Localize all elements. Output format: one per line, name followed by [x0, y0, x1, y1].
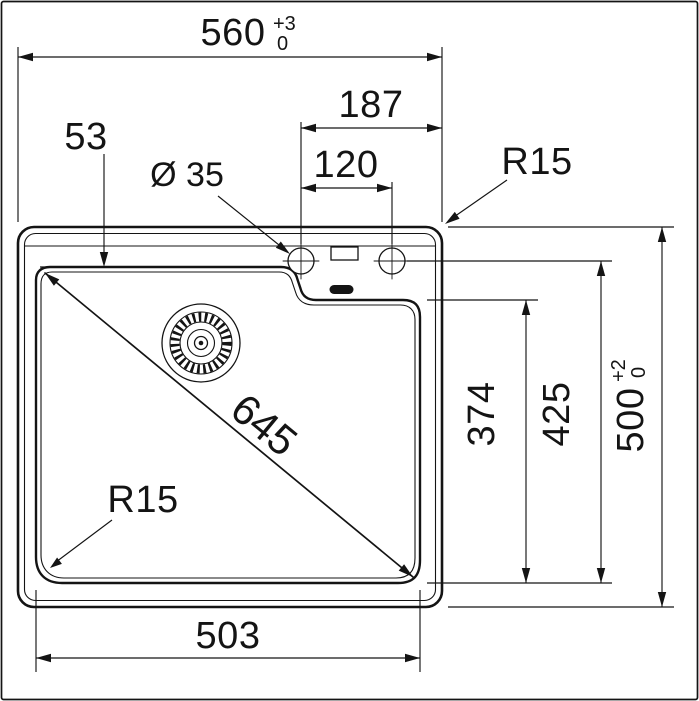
- dimension-425: 425: [407, 260, 612, 583]
- callout-radius-bowl: R15: [50, 479, 178, 568]
- arrowhead: [445, 211, 460, 224]
- dim-560-tol-minus: 0: [277, 33, 288, 55]
- arrowhead: [657, 227, 667, 242]
- arrowhead: [45, 273, 60, 286]
- faucet-holes: [282, 242, 411, 294]
- leader-line: [55, 519, 113, 563]
- arrowhead: [275, 241, 290, 254]
- arrowhead: [398, 564, 413, 577]
- dim-187-label: 187: [339, 84, 404, 126]
- dimension-560-top: 560 +3 0: [17, 12, 443, 222]
- dimension-53: 53: [40, 116, 124, 268]
- dimension-374: 374: [427, 299, 612, 584]
- dim-645-label: 645: [222, 384, 306, 465]
- leader-line: [450, 179, 508, 220]
- drain-knurl-ring: [170, 312, 232, 374]
- drain-strainer: [161, 303, 241, 383]
- arrowhead: [301, 183, 316, 193]
- overflow-slot: [330, 246, 359, 261]
- hole-diameter-label: Ø 35: [150, 156, 224, 194]
- arrowhead: [405, 653, 420, 663]
- dim-500-tol-plus: +2: [608, 359, 630, 382]
- radius-bowl-label: R15: [107, 479, 178, 521]
- arrowhead: [657, 592, 667, 607]
- dimension-500-right: 500 +2 0: [448, 226, 674, 608]
- arrowhead: [50, 557, 62, 568]
- dim-560-label: 560: [201, 12, 266, 54]
- drain-circle: [186, 328, 216, 358]
- logo-pill: [329, 285, 354, 294]
- dim-500-tol-minus: 0: [628, 367, 650, 378]
- dim-560-tol-plus: +3: [273, 13, 296, 35]
- arrowhead: [36, 653, 51, 663]
- dim-374-label: 374: [461, 382, 503, 447]
- arrowhead: [301, 123, 316, 133]
- radius-top-label: R15: [501, 141, 572, 183]
- drain-center-circle: [193, 335, 209, 351]
- dim-425-label: 425: [536, 382, 578, 447]
- dimension-diagonal-645: 645: [44, 272, 414, 578]
- drain-circle: [179, 321, 223, 365]
- arrowhead: [99, 252, 109, 267]
- arrowhead: [18, 52, 33, 62]
- sink-body: [16, 225, 444, 609]
- dim-120-label: 120: [314, 144, 379, 186]
- dimension-187: 187: [300, 84, 442, 244]
- arrowhead: [521, 568, 531, 583]
- dim-53-label: 53: [64, 116, 107, 158]
- arrowhead: [427, 123, 442, 133]
- drain-outer-circle: [161, 303, 241, 383]
- dim-500-label: 500: [610, 388, 652, 453]
- arrowhead: [427, 52, 442, 62]
- dimension-120: 120: [301, 144, 393, 244]
- leader-line: [217, 195, 285, 250]
- callout-radius-top-right: R15: [445, 141, 572, 224]
- arrowhead: [596, 568, 606, 583]
- arrowhead: [596, 261, 606, 276]
- drain-center-dot: [198, 340, 204, 346]
- sink-outer-edge: [16, 225, 444, 609]
- dimension-503-bottom: 503: [35, 590, 421, 672]
- bowl-inner-edge: [40, 271, 416, 579]
- arrowhead: [521, 300, 531, 315]
- dim-503-label: 503: [196, 615, 261, 657]
- bowl-outer-edge: [34, 265, 422, 585]
- callout-hole-diameter: Ø 35: [150, 156, 290, 254]
- arrowhead: [377, 183, 392, 193]
- drain-circle: [169, 311, 233, 375]
- diagonal-line: [44, 272, 414, 578]
- sink-rim-inner-edge: [23, 232, 437, 602]
- dim-500-label-group: 500 +2 0: [608, 359, 652, 452]
